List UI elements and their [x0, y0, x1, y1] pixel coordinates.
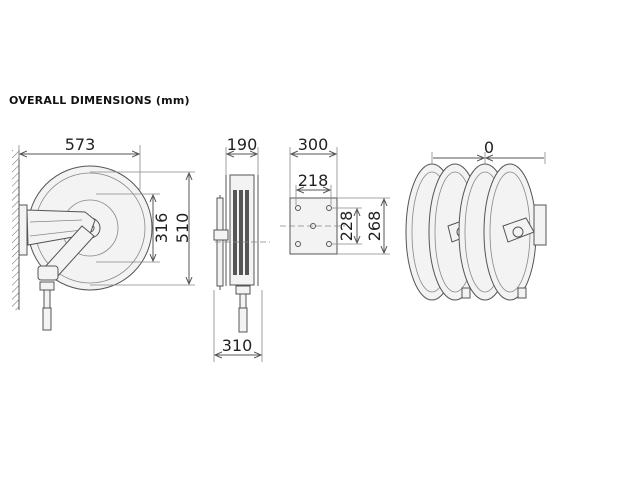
dim-side-depth: 190 [227, 135, 258, 154]
dim-bracket-hole-height: 228 [337, 211, 356, 242]
side-nozzle [238, 307, 248, 333]
support-arm [26, 209, 96, 246]
reel-2 [458, 163, 547, 301]
wall-bracket [18, 204, 28, 256]
dim-bracket-height: 268 [365, 211, 384, 242]
front-view [12, 145, 195, 331]
section-title: OVERALL DIMENSIONS (mm) [9, 94, 190, 107]
roller-guide [37, 265, 59, 281]
dim-hub-height: 316 [152, 213, 171, 244]
dim-reel-width: 573 [65, 135, 96, 154]
wall-hatch [12, 150, 19, 310]
bracket-view [280, 147, 390, 255]
side-view [213, 147, 270, 362]
dim-base-depth: 310 [222, 336, 253, 355]
hose-nozzle [42, 307, 52, 331]
dim-bracket-hole-width: 218 [298, 171, 329, 190]
dim-reel-diameter: 510 [173, 213, 192, 244]
dim-bracket-width: 300 [298, 135, 329, 154]
multi-reel-view [405, 152, 547, 301]
dim-gap-between-reels: 0 [484, 138, 494, 157]
